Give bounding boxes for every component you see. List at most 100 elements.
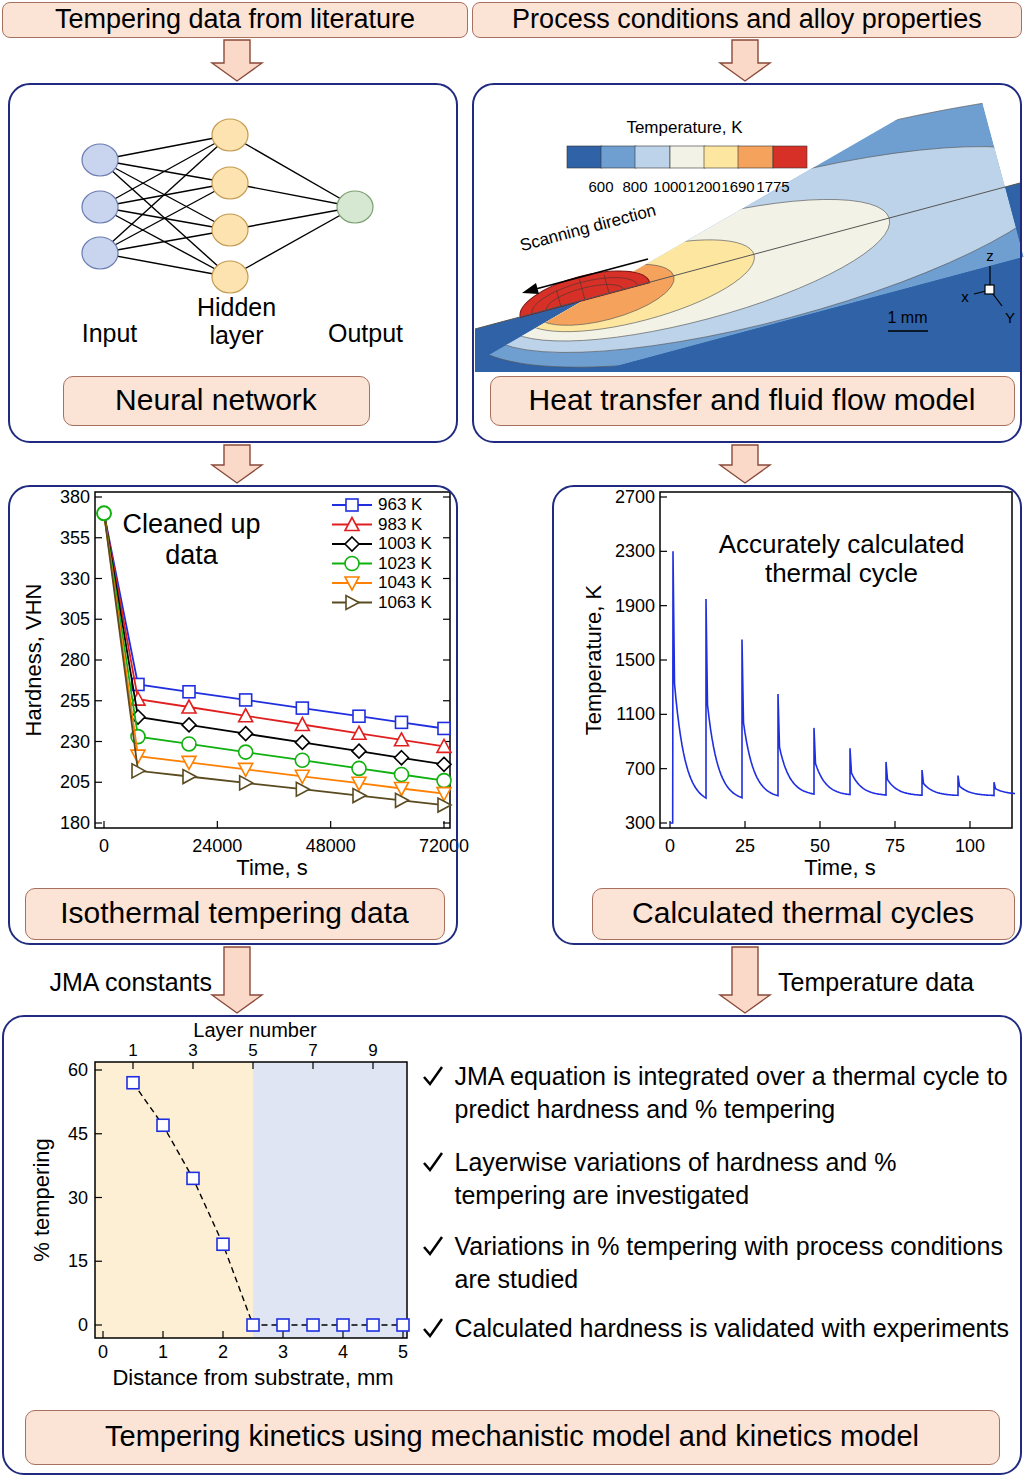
- axis-label: 1: [128, 1041, 137, 1061]
- isotherm-band: [440, 34, 1025, 425]
- scale-bar: [888, 330, 928, 332]
- axis-label: 48000: [306, 836, 356, 857]
- hidden-neuron: [212, 214, 248, 246]
- hidden-neuron: [212, 119, 248, 151]
- data-marker: [127, 1077, 139, 1089]
- caption-box: Isothermal tempering data: [25, 888, 445, 940]
- tick: [192, 1062, 193, 1069]
- axis-label: 100: [955, 836, 985, 857]
- tick: [443, 659, 450, 660]
- node-text: Tempering kinetics using mechanistic mod…: [105, 1420, 919, 1453]
- node-text: JMA equation is integrated over a therma…: [455, 1060, 1015, 1126]
- axis-label: 1900: [615, 595, 655, 616]
- tick: [443, 700, 450, 701]
- axis-label: z: [986, 247, 994, 264]
- legend-text: 963 K: [378, 495, 422, 515]
- data-line: [104, 513, 444, 793]
- data-marker: [295, 753, 309, 767]
- data-marker: [157, 1119, 169, 1131]
- axis-label: 5: [248, 1041, 257, 1061]
- legend-text: 983 K: [378, 515, 422, 535]
- nn-weight: [230, 135, 355, 207]
- data-line: [104, 513, 444, 805]
- data-marker: [395, 751, 409, 765]
- data-marker: [396, 793, 409, 807]
- tick: [660, 822, 667, 823]
- nn-weight: [100, 253, 230, 277]
- axis-label: 0: [665, 836, 675, 857]
- nn-weight: [100, 135, 230, 207]
- data-marker: [295, 770, 309, 783]
- panel: Accurately calculated thermal cycleCalcu…: [552, 485, 1022, 945]
- axis-label: 0: [78, 1315, 88, 1336]
- tick: [95, 700, 102, 701]
- axis-triad: [974, 266, 1002, 306]
- axis-label: Time, s: [804, 855, 875, 880]
- axis-label: 15: [68, 1251, 88, 1272]
- nn-weight: [100, 183, 230, 253]
- data-marker: [353, 789, 366, 803]
- node-text: Variations in % tempering with process c…: [455, 1230, 1015, 1296]
- data-marker: [346, 499, 358, 511]
- tick: [443, 496, 450, 497]
- data-marker: [182, 756, 196, 769]
- axis-label: % tempering: [29, 1138, 54, 1262]
- node-text: Neural network: [115, 383, 317, 418]
- data-marker: [395, 733, 409, 746]
- nn-weight: [100, 230, 230, 253]
- axis-label: 280: [60, 650, 90, 671]
- block-arrow: [212, 40, 262, 81]
- tick: [312, 1062, 313, 1069]
- axis-label: 50: [810, 836, 830, 857]
- axis-label: 4: [338, 1342, 348, 1363]
- input-neuron: [82, 237, 118, 269]
- node-text: Heat transfer and fluid flow model: [529, 383, 976, 418]
- tick: [103, 821, 104, 828]
- data-marker: [239, 727, 253, 741]
- tick: [95, 1133, 102, 1134]
- axis-label: 2700: [615, 487, 655, 508]
- caption-box: Heat transfer and fluid flow model: [490, 376, 1015, 426]
- melt-pool-model: [440, 34, 1025, 425]
- data-line: [104, 513, 444, 764]
- data-marker: [182, 737, 196, 751]
- axis-label: x: [961, 288, 969, 305]
- axis-label: 60: [68, 1060, 88, 1081]
- caption-box: Tempering kinetics using mechanistic mod…: [25, 1410, 1000, 1465]
- data-marker: [437, 774, 451, 788]
- panel: InputHidden layerOutputNeural network: [8, 83, 458, 443]
- node-text: Scanning direction: [517, 200, 657, 255]
- axis-label: 24000: [192, 836, 242, 857]
- source-box: Process conditions and alloy properties: [472, 2, 1022, 38]
- tick: [660, 605, 667, 606]
- data-marker: [239, 709, 253, 722]
- axis-label: 0: [99, 836, 109, 857]
- input-neuron: [82, 144, 118, 176]
- axis-label: 72000: [419, 836, 469, 857]
- data-marker: [182, 700, 196, 713]
- node-text: Process conditions and alloy properties: [512, 4, 982, 35]
- tick: [660, 714, 667, 715]
- block-arrow: [720, 947, 770, 1013]
- tick: [95, 619, 102, 620]
- data-marker: [367, 1319, 379, 1331]
- data-marker: [396, 716, 408, 728]
- direction-arrow: [532, 259, 648, 290]
- nn-weight: [230, 207, 355, 230]
- data-marker: [352, 726, 366, 739]
- axis-label: 205: [60, 772, 90, 793]
- axis-label: Y: [1005, 309, 1015, 326]
- trend-line: [133, 1083, 403, 1325]
- axis-label: 300: [625, 813, 655, 834]
- block-arrow: [720, 40, 770, 81]
- block-arrow: [212, 445, 262, 483]
- node-text: Output: [328, 318, 403, 347]
- data-marker: [183, 686, 195, 698]
- tick: [95, 741, 102, 742]
- shaded-region: [95, 1062, 253, 1338]
- node-text: Accurately calculated thermal cycle: [697, 530, 987, 590]
- axis-label: 380: [60, 487, 90, 508]
- data-marker: [239, 763, 253, 776]
- axis-label: 25: [735, 836, 755, 857]
